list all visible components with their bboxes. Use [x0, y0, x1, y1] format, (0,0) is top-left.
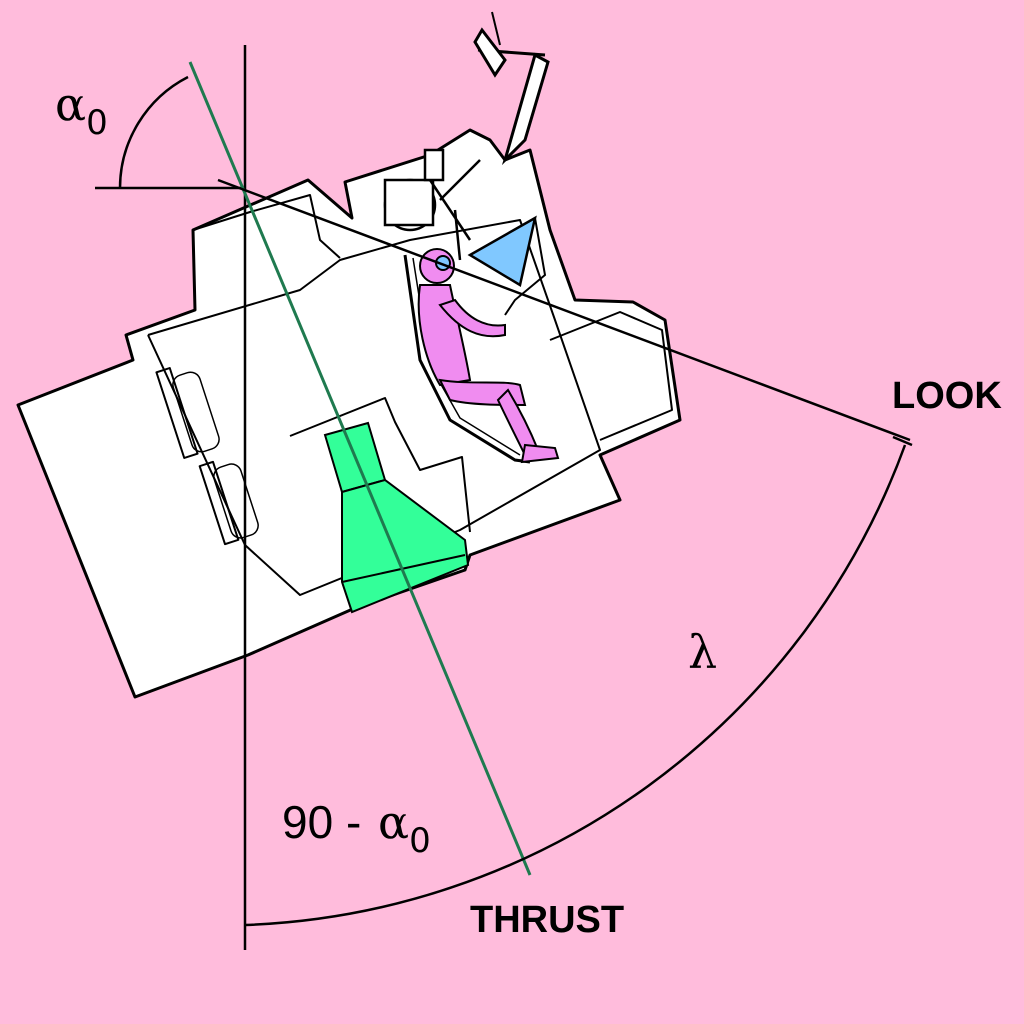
side-rail-upper [155, 367, 199, 459]
cone-bracket [504, 217, 547, 316]
complement-angle-label: 90 - α0 [282, 795, 431, 861]
antenna-feed [491, 11, 501, 46]
control-assembly [383, 148, 481, 261]
alpha-symbol: α [55, 77, 86, 131]
side-panel-upper [172, 371, 220, 453]
antenna [473, 11, 550, 166]
look-label: LOOK [892, 375, 1002, 417]
lambda-arc [244, 444, 907, 927]
complement-alpha-symbol: α [378, 795, 409, 849]
control-rod-2 [439, 159, 481, 201]
thrust-label: THRUST [470, 899, 624, 941]
vehicle-inner-frame [147, 219, 601, 596]
look-line-tick [892, 435, 913, 447]
control-spring [423, 148, 445, 182]
side-panel-lower [213, 463, 259, 539]
complement-alpha-subscript: 0 [409, 821, 431, 861]
control-rod-3 [453, 209, 462, 261]
side-rail-lower [198, 460, 240, 546]
antenna-mast [501, 52, 550, 166]
astronaut-arm [438, 298, 506, 338]
alpha-label: α0 [55, 77, 108, 143]
viewing-cone [467, 215, 537, 287]
alpha-arc [118, 75, 189, 189]
lambda-label: λ [688, 625, 717, 679]
vehicle-recess [289, 397, 471, 533]
thrust-axis [188, 61, 532, 876]
astronaut-boot [520, 443, 560, 464]
control-rod-1 [428, 179, 472, 241]
antenna-dish [473, 27, 507, 78]
vehicle-upper-panel [192, 194, 341, 259]
alpha-subscript: 0 [86, 103, 108, 143]
seat-frame [403, 254, 531, 464]
look-line [217, 178, 911, 442]
astronaut [417, 248, 560, 464]
nozzle-lip [341, 554, 466, 583]
control-box [383, 178, 435, 227]
ninety-minus-text: 90 - [282, 796, 361, 848]
